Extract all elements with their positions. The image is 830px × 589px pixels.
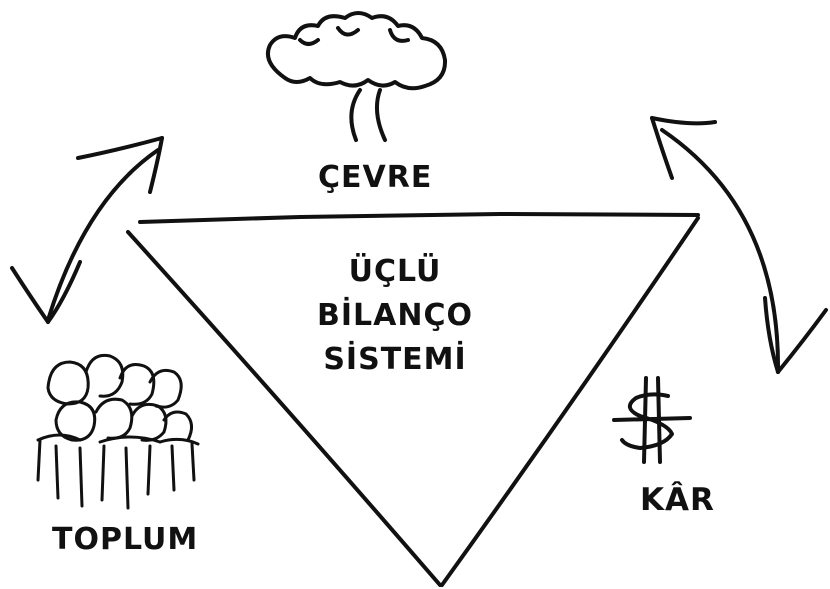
center-title: ÜÇLÜ BİLANÇO SİSTEMİ — [300, 250, 490, 382]
center-line-3: SİSTEMİ — [323, 342, 467, 377]
center-line-2: BİLANÇO — [317, 298, 473, 333]
tree-icon — [265, 11, 448, 142]
arrow-environment-society — [10, 136, 164, 324]
arrow-environment-profit — [650, 116, 828, 374]
center-line-1: ÜÇLÜ — [348, 254, 442, 289]
society-label: TOPLUM — [52, 522, 199, 557]
profit-label: KÂR — [640, 482, 715, 518]
crowd-icon — [36, 353, 200, 510]
environment-label: ÇEVRE — [318, 160, 433, 195]
triangle-shape — [126, 212, 700, 587]
dollar-sign-icon — [612, 376, 692, 464]
